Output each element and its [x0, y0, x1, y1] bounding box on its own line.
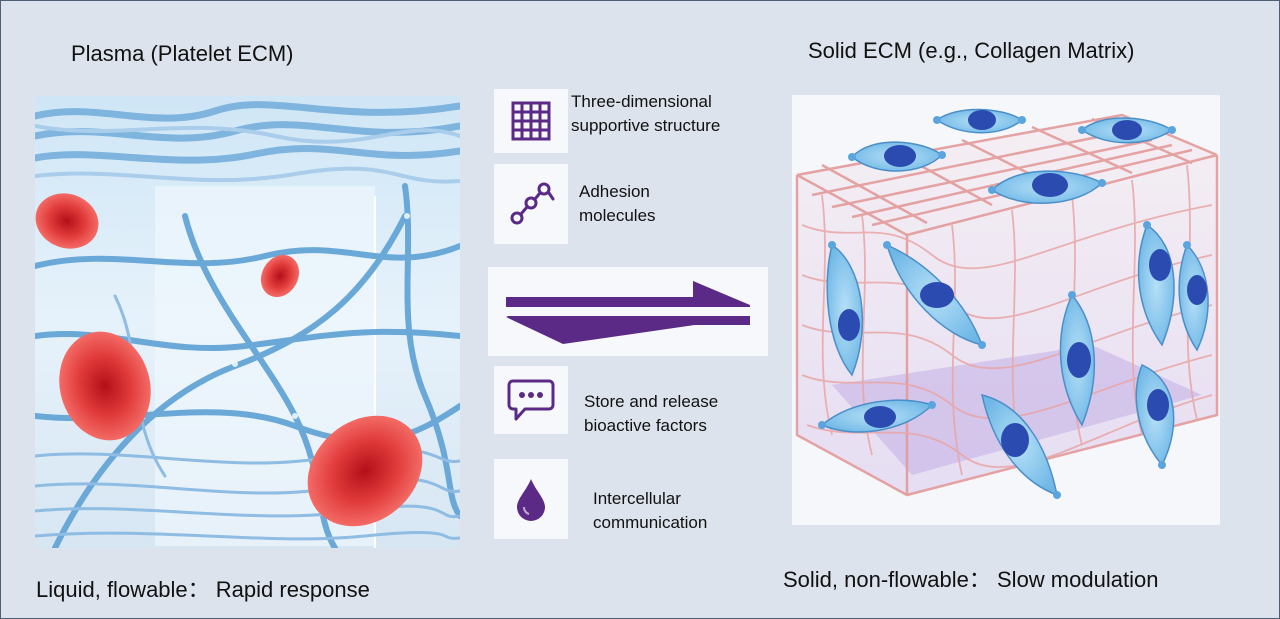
cell: [885, 243, 984, 347]
grid-icon: [511, 101, 551, 141]
droplet-icon: [517, 479, 545, 521]
speech-bubble-icon: [507, 379, 555, 421]
right-panel-caption: Solid, non-flowable： Slow modulation: [783, 567, 1159, 592]
molecule-chain-icon: [510, 182, 555, 225]
cell: [1059, 293, 1096, 427]
feature-bioactive-tile: [494, 366, 568, 434]
cell: [1135, 364, 1175, 467]
feature-adhesion-tile: [494, 164, 568, 244]
feature-communication-tile: [494, 459, 568, 539]
cell: [850, 141, 944, 172]
left-arrow: [506, 317, 750, 344]
plasma-illustration: [35, 96, 460, 548]
left-panel-title: Plasma (Platelet ECM): [71, 41, 294, 66]
red-blood-cell: [35, 193, 99, 249]
left-panel-caption: Liquid, flowable： Rapid response: [36, 577, 370, 602]
cell: [1178, 243, 1209, 352]
feature-structure-tile: [494, 89, 568, 153]
cell: [1137, 223, 1175, 347]
red-blood-cell: [260, 254, 300, 298]
bidirectional-arrows: [488, 267, 768, 356]
collagen-matrix-illustration: [792, 95, 1220, 525]
red-blood-cell: [59, 331, 151, 441]
right-panel-title: Solid ECM (e.g., Collagen Matrix): [808, 38, 1135, 63]
cell: [820, 399, 934, 433]
red-blood-cell: [307, 415, 423, 527]
cell: [935, 108, 1024, 134]
cell: [826, 243, 864, 377]
